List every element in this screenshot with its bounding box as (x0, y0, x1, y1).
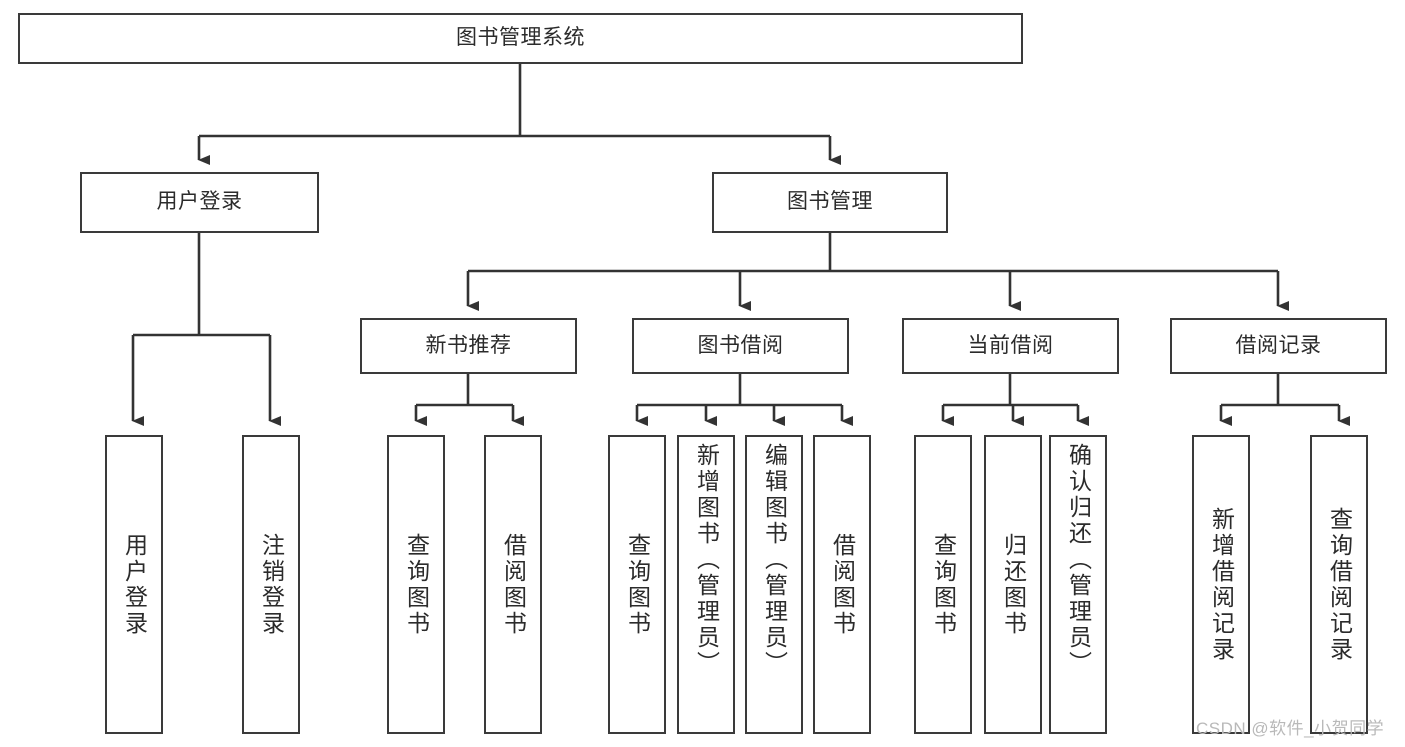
node-label: 用户登录 (156, 190, 243, 214)
node-label: 注销登录 (258, 532, 285, 637)
node-user-login[interactable]: 用户登录 (80, 172, 319, 233)
node-label: 借阅记录 (1235, 333, 1322, 357)
leaf-add-book-admin[interactable]: 新增图书（管理员） (677, 435, 735, 734)
leaf-borrow-book[interactable]: 借阅图书 (813, 435, 871, 734)
node-label: 查询图书 (930, 532, 957, 637)
node-book-borrow[interactable]: 图书借阅 (632, 318, 849, 374)
leaf-query-book-borrow[interactable]: 查询图书 (608, 435, 666, 734)
node-label: 借阅图书 (829, 532, 856, 637)
node-label: 图书借阅 (697, 333, 784, 357)
node-label: 借阅图书 (500, 532, 527, 637)
node-label: 用户登录 (121, 532, 148, 637)
node-label: 图书管理系统 (456, 26, 585, 50)
node-current-borrow[interactable]: 当前借阅 (902, 318, 1119, 374)
csdn-watermark: CSDN @软件_小贺同学 (1196, 719, 1385, 738)
node-label: 编辑图书（管理员） (761, 443, 788, 677)
node-new-book-recommend[interactable]: 新书推荐 (360, 318, 577, 374)
leaf-confirm-return-admin[interactable]: 确认归还（管理员） (1049, 435, 1107, 734)
leaf-return-book[interactable]: 归还图书 (984, 435, 1042, 734)
node-label: 确认归还（管理员） (1065, 443, 1092, 677)
leaf-query-borrow-record[interactable]: 查询借阅记录 (1310, 435, 1368, 734)
node-label: 新增借阅记录 (1208, 506, 1235, 663)
node-label: 图书管理 (787, 190, 873, 214)
leaf-query-book-current[interactable]: 查询图书 (914, 435, 972, 734)
node-label: 查询借阅记录 (1326, 506, 1353, 663)
leaf-edit-book-admin[interactable]: 编辑图书（管理员） (745, 435, 803, 734)
leaf-add-borrow-record[interactable]: 新增借阅记录 (1192, 435, 1250, 734)
node-label: 归还图书 (1000, 532, 1027, 637)
node-label: 查询图书 (403, 532, 430, 637)
node-label: 查询图书 (624, 532, 651, 637)
node-label: 新增图书（管理员） (693, 443, 720, 677)
node-book-management[interactable]: 图书管理 (712, 172, 948, 233)
leaf-borrow-book-recommend[interactable]: 借阅图书 (484, 435, 542, 734)
node-borrow-record[interactable]: 借阅记录 (1170, 318, 1387, 374)
node-label: 新书推荐 (425, 333, 512, 357)
node-label: 当前借阅 (967, 333, 1054, 357)
leaf-query-book-recommend[interactable]: 查询图书 (387, 435, 445, 734)
leaf-logout[interactable]: 注销登录 (242, 435, 300, 734)
node-root-system[interactable]: 图书管理系统 (18, 13, 1023, 64)
leaf-user-login[interactable]: 用户登录 (105, 435, 163, 734)
